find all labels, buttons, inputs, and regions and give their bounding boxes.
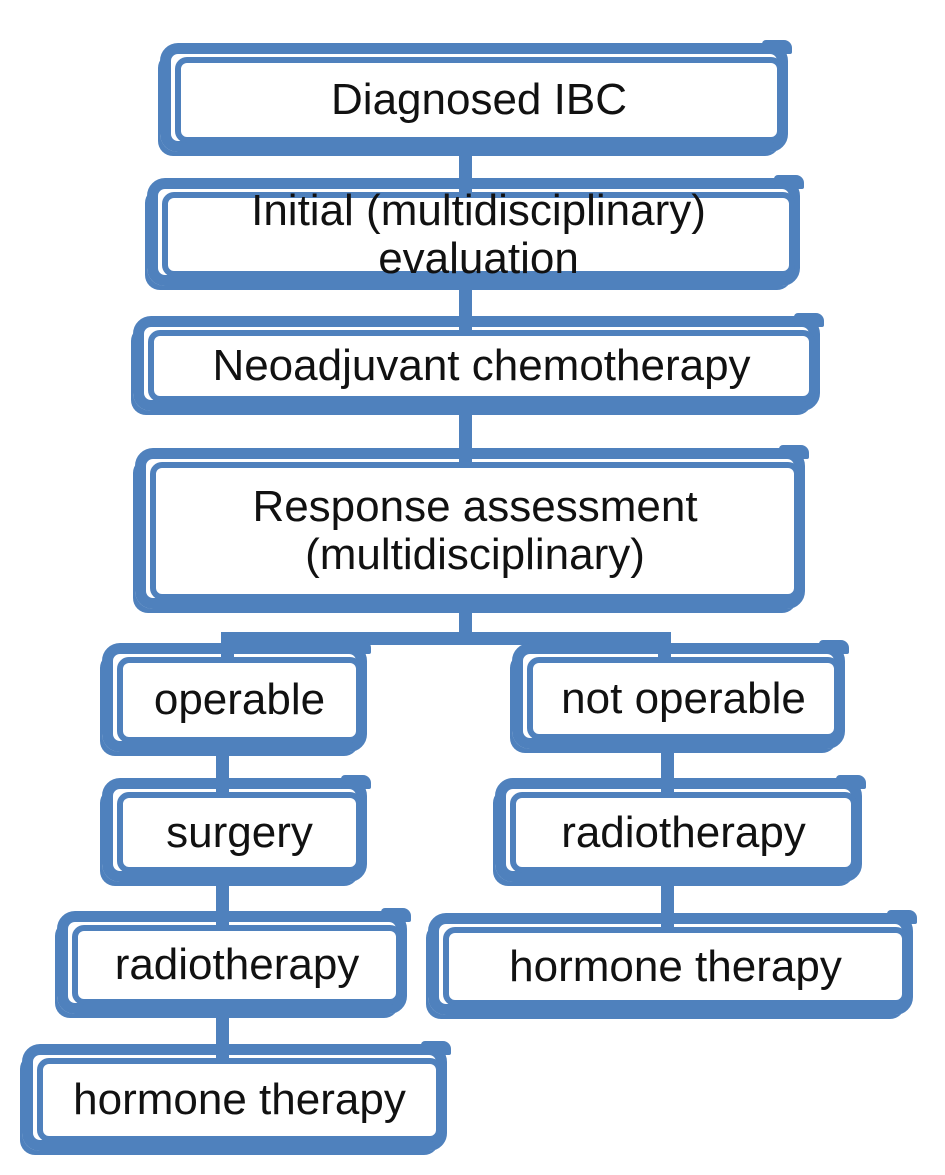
node-initial-evaluation: Initial (multidisciplinary) evaluation <box>147 175 804 286</box>
node-hormone-therapy-operable: hormone therapy <box>22 1041 451 1151</box>
node-label: Initial (multidisciplinary) evaluation <box>162 187 795 282</box>
node-label: Diagnosed IBC <box>175 57 783 143</box>
node-label: Response assessment (multidisciplinary) <box>150 462 800 600</box>
node-radiotherapy-operable: radiotherapy <box>57 908 411 1014</box>
node-surgery: surgery <box>102 775 371 882</box>
edge-branch-bar <box>221 632 671 645</box>
node-radiotherapy-not-operable: radiotherapy <box>495 775 866 882</box>
node-label: operable <box>117 657 362 743</box>
node-label: not operable <box>527 657 840 740</box>
node-label: hormone therapy <box>37 1058 442 1142</box>
node-label: radiotherapy <box>510 792 857 873</box>
node-label: radiotherapy <box>72 925 402 1005</box>
node-hormone-therapy-not-operable: hormone therapy <box>428 910 917 1015</box>
node-label: hormone therapy <box>443 927 908 1006</box>
node-response-assessment: Response assessment (multidisciplinary) <box>135 445 809 609</box>
node-diagnosed-ibc: Diagnosed IBC <box>160 40 792 152</box>
node-operable: operable <box>102 640 371 752</box>
node-not-operable: not operable <box>512 640 849 749</box>
node-label: Neoadjuvant chemotherapy <box>148 330 815 402</box>
node-label: surgery <box>117 792 362 873</box>
node-neoadjuvant-chemotherapy: Neoadjuvant chemotherapy <box>133 313 824 411</box>
